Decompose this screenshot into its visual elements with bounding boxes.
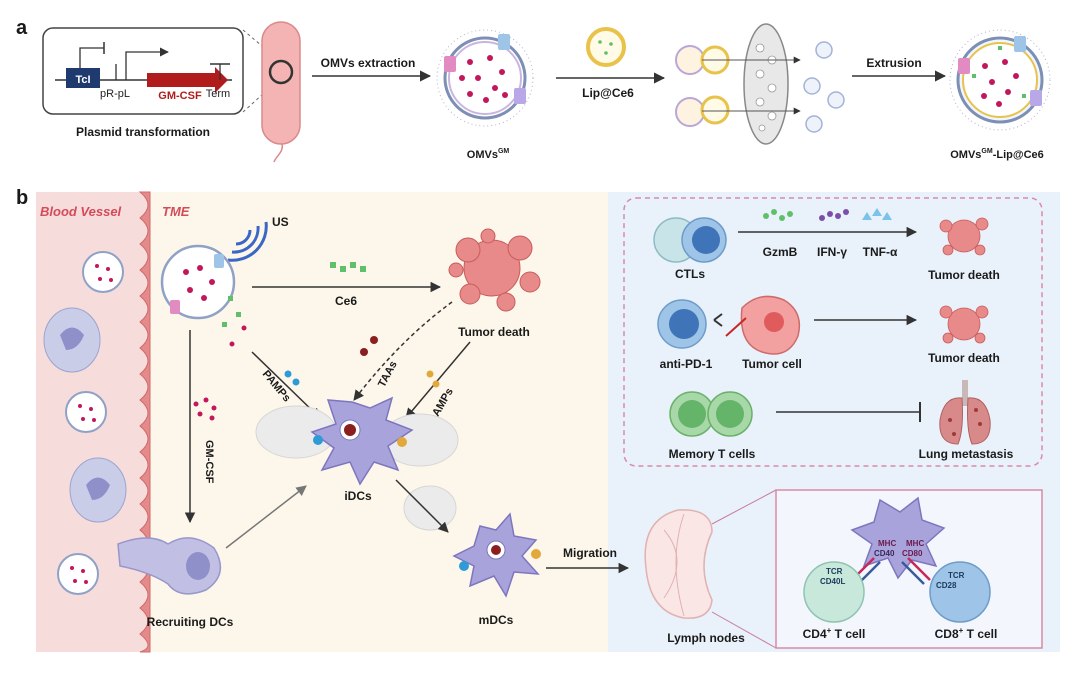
recruiting-dc <box>117 537 222 595</box>
antibody-icon <box>713 313 723 327</box>
ctls-label: CTLs <box>675 267 705 281</box>
promoter-label: pR-pL <box>100 88 130 100</box>
tumor-cell <box>725 295 801 355</box>
memory-t-cells <box>669 391 753 437</box>
mhc-right-label: MHC <box>906 539 924 548</box>
omv-gm-vesicle <box>436 29 534 127</box>
cd8-label: CD8+ T cell <box>935 626 998 641</box>
tumor-death-1-label: Tumor death <box>928 268 1000 282</box>
omvs-gm-label: OMVsGM <box>467 148 510 161</box>
hybrid-vesicle <box>949 29 1051 131</box>
terminator-label: Term <box>206 88 230 100</box>
mhc-left-label: MHC <box>878 539 896 548</box>
endothelium-wall <box>138 191 151 653</box>
tci-label: TcI <box>75 74 90 86</box>
lung-metastasis-label: Lung metastasis <box>919 447 1014 461</box>
recruit-to-idc-arrow <box>225 485 307 549</box>
lip-ce6-label: Lip@Ce6 <box>582 86 634 100</box>
plasmid-ring <box>268 59 294 85</box>
circulating-vesicle <box>82 251 124 293</box>
omv-extraction-label: OMVs extraction <box>321 56 416 70</box>
circulating-monocyte <box>43 307 101 373</box>
tme-label: TME <box>162 204 190 219</box>
cd8-t-cell <box>929 561 991 623</box>
t-cell-pd1 <box>657 299 723 349</box>
idc-to-mdc-arrow <box>395 479 449 533</box>
synapse-dc <box>850 496 946 580</box>
ce6-label: Ce6 <box>335 294 357 308</box>
mdc-cell <box>452 512 541 598</box>
panel-b-label: b <box>16 187 28 209</box>
idcs-label: iDCs <box>344 489 372 503</box>
ifn-molecules <box>819 209 849 221</box>
tumor-cell-label: Tumor cell <box>742 357 802 371</box>
damps-arrow <box>405 341 471 419</box>
anti-pd1-label: anti-PD-1 <box>660 357 713 371</box>
circulating-vesicle <box>65 391 107 433</box>
hybrid-label: OMVsGM-Lip@Ce6 <box>950 148 1044 161</box>
idc-cell <box>310 396 414 486</box>
tumor-death-2-label: Tumor death <box>928 351 1000 365</box>
cd28-label: CD28 <box>936 581 957 590</box>
bacterium <box>261 21 301 163</box>
migration-label: Migration <box>563 546 617 560</box>
gm-csf-gene-arrow <box>147 67 228 93</box>
tcr-right-label: TCR <box>948 571 965 580</box>
plasmid-caption: Plasmid transformation <box>76 125 210 139</box>
damp-particles <box>426 370 440 388</box>
cd40l-label: CD40L <box>820 577 845 586</box>
gm-csf-label: GM-CSF <box>203 440 215 484</box>
ifn-label: IFN-γ <box>817 245 847 259</box>
circulating-monocyte <box>69 457 127 523</box>
gzmb-molecules <box>763 209 793 221</box>
extrusion-label: Extrusion <box>866 56 921 70</box>
tumor-death-cluster <box>448 228 541 312</box>
taa-arrow <box>353 301 453 401</box>
plasmid-construct: TcI pR-pL GM-CSF Term <box>42 27 244 115</box>
circulating-vesicle <box>57 553 99 595</box>
tumor-death-icon-1 <box>939 217 989 256</box>
us-label: US <box>272 215 289 229</box>
ultrasound-icon <box>227 221 268 262</box>
liposome-ce6 <box>586 27 626 67</box>
ce6-molecules <box>330 262 366 272</box>
pamp-particles <box>284 370 300 386</box>
lymph-nodes-label: Lymph nodes <box>667 631 745 645</box>
lymph-node <box>644 509 713 619</box>
memory-t-label: Memory T cells <box>669 447 756 461</box>
cd4-label: CD4+ T cell <box>803 626 866 641</box>
gm-csf-particles <box>193 397 217 421</box>
tme-vesicle <box>160 244 247 347</box>
cd40-label: CD40 <box>874 549 895 558</box>
blood-vessel-label: Blood Vessel <box>40 204 122 219</box>
tnf-label: TNF-α <box>863 245 898 259</box>
tumor-death-label: Tumor death <box>458 325 530 339</box>
mdcs-label: mDCs <box>479 613 514 627</box>
tnf-molecules <box>862 208 892 220</box>
ctl-cells <box>653 217 727 263</box>
cd4-t-cell <box>803 561 865 623</box>
effector-box <box>623 197 1043 467</box>
extrusion-membrane <box>675 23 845 145</box>
cd80-label: CD80 <box>902 549 923 558</box>
tcr-left-label: TCR <box>826 567 843 576</box>
taa-particles <box>360 336 378 356</box>
gene-label: GM-CSF <box>158 90 202 102</box>
lung-icon <box>939 380 991 445</box>
tumor-death-icon-2 <box>939 305 989 344</box>
panel-a-label: a <box>16 17 28 39</box>
recruiting-dcs-label: Recruiting DCs <box>147 615 234 629</box>
gzmb-label: GzmB <box>763 245 798 259</box>
tci-gene-block <box>66 68 100 88</box>
